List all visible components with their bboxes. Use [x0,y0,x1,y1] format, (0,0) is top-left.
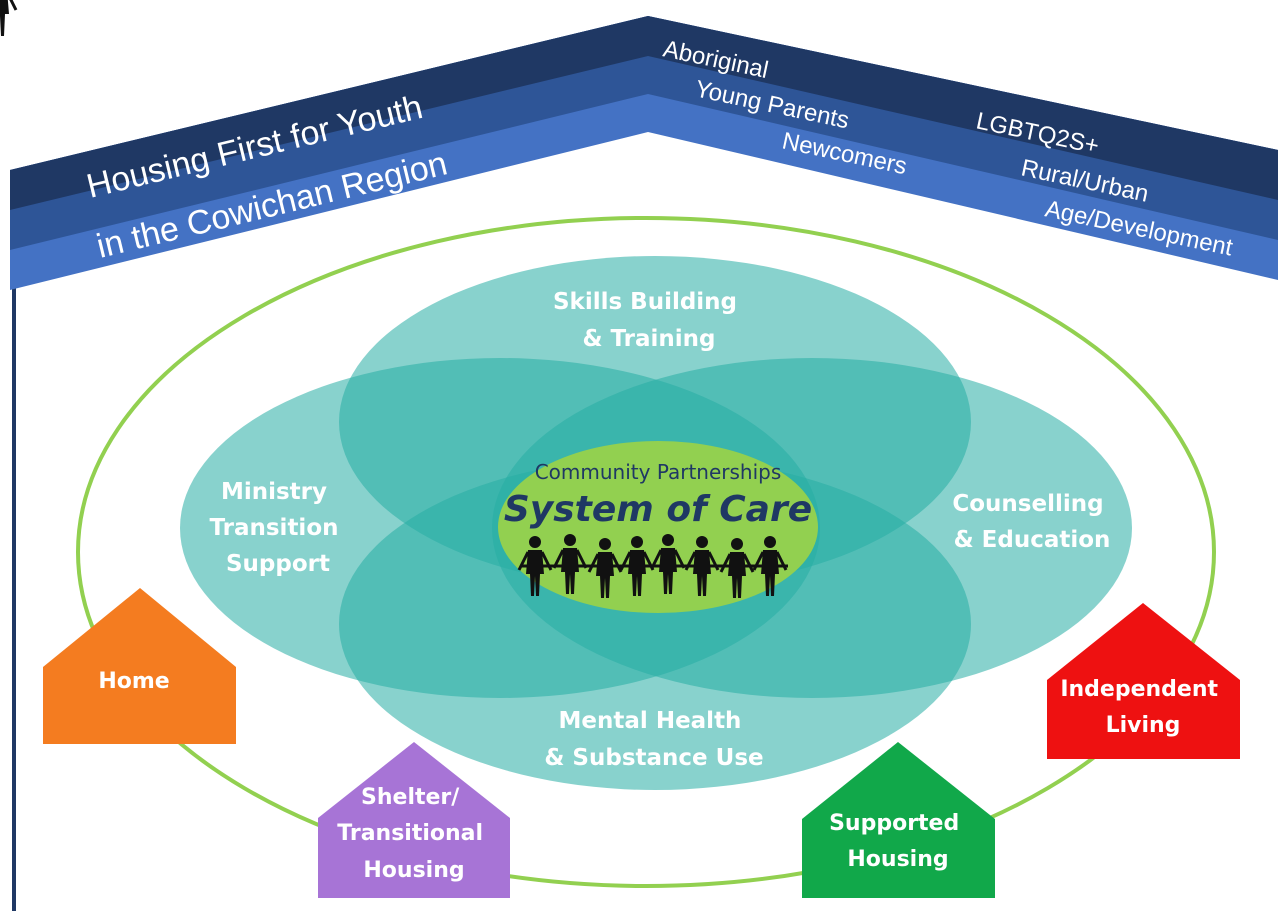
house-independent: Independent Living [1047,603,1240,759]
outer-ring [76,216,1216,888]
house-supported-label: Supported Housing [829,811,967,872]
center-title: System of Care [504,489,812,530]
house-independent-label: Independent Living [1060,677,1225,738]
house-home-label: Home [98,669,169,694]
roof-band-dark [10,16,1278,210]
house-home: Home [43,588,236,744]
petal-left-label: Ministry Transition Support [209,479,346,577]
center-subtitle: Community Partnerships [535,460,782,484]
petal-right-label: Counselling & Education [952,491,1111,553]
petal-bottom-label: Mental Health & Substance Use [544,708,763,771]
house-shelter: Shelter/ Transitional Housing [318,742,510,898]
petal-top-label: Skills Building & Training [553,289,745,352]
house-supported: Supported Housing [802,742,995,898]
people-holding-hands-icon [0,0,788,600]
house-shelter-label: Shelter/ Transitional Housing [337,785,490,883]
roof: Housing First for Youth in the Cowichan … [10,16,1278,290]
